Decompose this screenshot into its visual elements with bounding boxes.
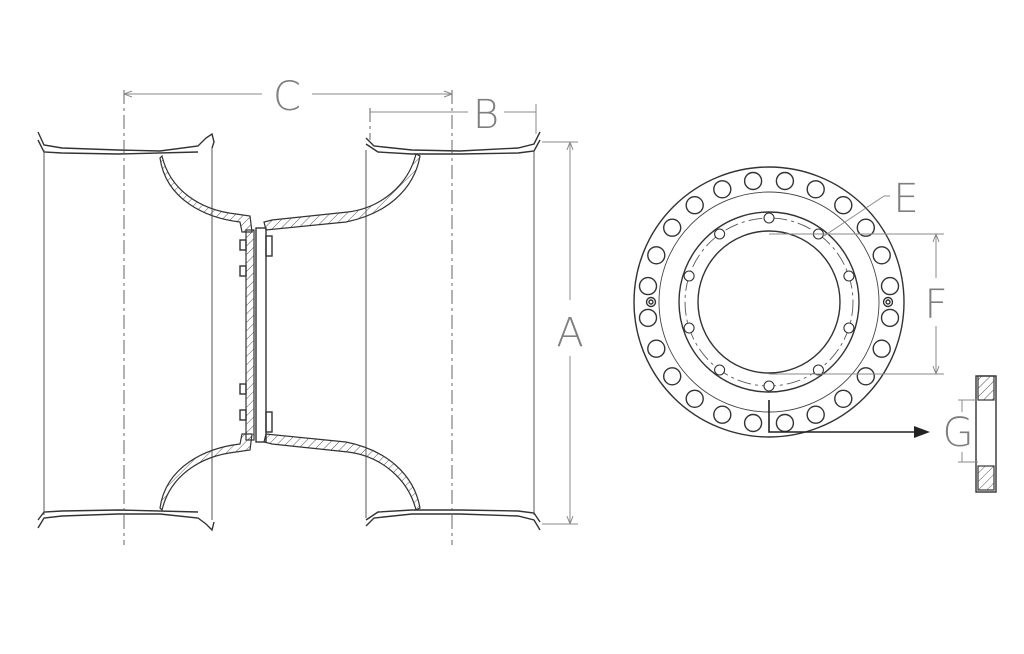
dimension-c: C xyxy=(123,74,453,120)
bolt-hole xyxy=(806,405,825,424)
label-b: B xyxy=(473,92,499,138)
bolt-hole xyxy=(880,276,900,296)
stud-hole xyxy=(714,228,726,240)
bolt-hole xyxy=(743,413,763,433)
bolt-hole xyxy=(775,413,795,433)
section-arrow xyxy=(768,400,930,438)
front-flange-view: E F xyxy=(633,166,948,438)
bolt-hole xyxy=(685,195,704,215)
label-f: F xyxy=(924,282,947,328)
center-bore xyxy=(697,230,841,374)
stud-hole xyxy=(763,380,775,392)
bolt-hole xyxy=(806,180,825,199)
stud-hole xyxy=(843,322,855,334)
label-a: A xyxy=(556,310,583,356)
dimension-e: E xyxy=(823,176,919,237)
valve-hole-right xyxy=(882,296,894,308)
stud-hole xyxy=(714,364,726,376)
bolt-hole xyxy=(663,367,682,386)
label-g: G xyxy=(943,410,974,456)
dimension-a: A xyxy=(542,141,584,525)
valve-hole-left xyxy=(645,296,657,308)
flange-bolt-circle xyxy=(658,191,880,413)
bolt-hole xyxy=(638,308,658,328)
bolt-hole xyxy=(856,367,875,386)
bolt-hole xyxy=(663,218,682,237)
label-c: C xyxy=(273,74,301,120)
bolt-hole xyxy=(713,180,732,199)
bolt-hole xyxy=(872,246,891,265)
dimension-b: B xyxy=(370,92,537,138)
stud-hole xyxy=(843,270,855,282)
stud-hole xyxy=(683,322,695,334)
stud-hole xyxy=(683,270,695,282)
stud-hole xyxy=(812,364,824,376)
bolt-hole xyxy=(775,171,795,191)
inner-stud-holes xyxy=(683,212,855,392)
bolt-hole xyxy=(685,389,704,408)
bolt-hole xyxy=(834,389,853,408)
flange-mid-circle xyxy=(678,211,860,393)
disc-section-hatched xyxy=(159,153,421,512)
side-center-lines xyxy=(123,90,453,545)
bolt-hole xyxy=(647,246,666,265)
bolt-hole xyxy=(856,218,875,237)
side-section-view: C B A xyxy=(37,74,584,545)
bolt-hole xyxy=(880,308,900,328)
stud-pitch-circle xyxy=(684,217,854,387)
dimension-f: F xyxy=(769,233,948,375)
bolt-hole xyxy=(638,276,658,296)
rim-outline xyxy=(37,131,541,532)
flange-outer-circle xyxy=(633,166,905,438)
bolt-hole xyxy=(872,339,891,358)
bolt-hole xyxy=(834,195,853,215)
outer-bolt-holes xyxy=(638,171,900,433)
bolt-hole xyxy=(647,339,666,358)
stud-hole xyxy=(763,212,775,224)
bolt-hole xyxy=(713,405,732,424)
label-e: E xyxy=(893,176,918,222)
bolt-hole xyxy=(743,171,763,191)
detail-g-section: G xyxy=(943,375,997,493)
